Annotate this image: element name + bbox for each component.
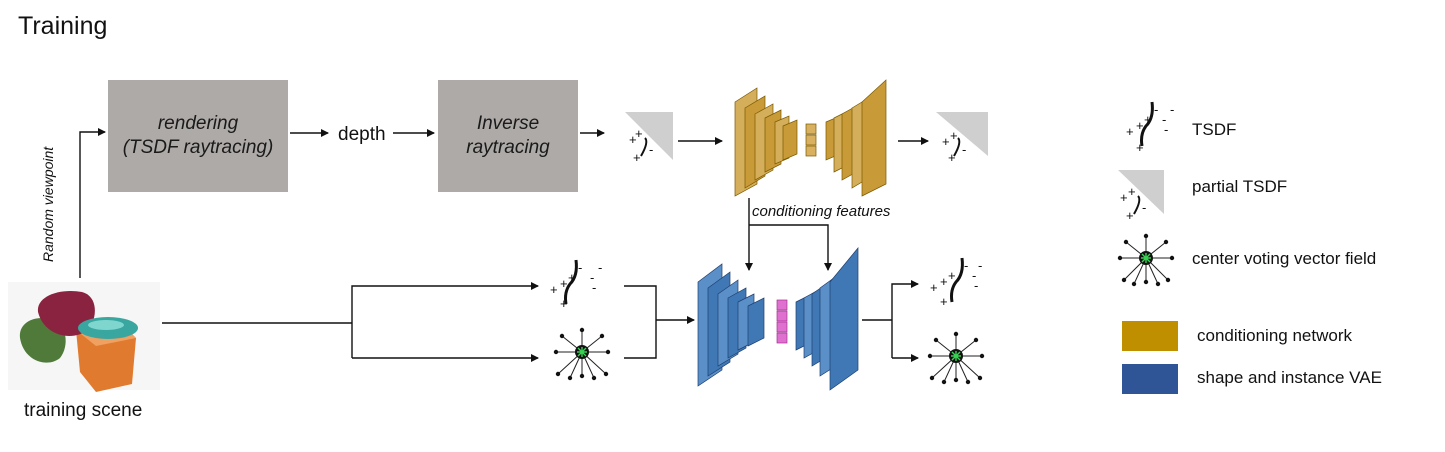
tsdf-output-icon: -- -- ++ ++	[930, 257, 982, 309]
diagram-title: Training	[18, 12, 108, 40]
viewpoint-arrow	[79, 128, 106, 278]
legend-partial-tsdf-label: partial TSDF	[1192, 177, 1288, 196]
conditioning-network	[734, 79, 887, 197]
svg-text:+: +	[1126, 124, 1134, 139]
partial-tsdf-output-icon: ++ +-	[936, 112, 988, 165]
rendering-box: rendering (TSDF raytracing)	[108, 80, 288, 192]
legend-vae-swatch	[1122, 364, 1178, 394]
svg-text:-: -	[592, 280, 596, 295]
svg-text:+: +	[930, 280, 938, 295]
legend-shape-vae-label: shape and instance VAE	[1197, 368, 1382, 387]
svg-text:-: -	[964, 258, 968, 273]
svg-text:-: -	[1164, 122, 1168, 137]
legend-partial-tsdf-icon: ++ +-	[1118, 170, 1164, 223]
training-scene-image	[8, 282, 160, 392]
svg-text:+: +	[942, 134, 950, 149]
svg-text:-: -	[598, 260, 602, 275]
partial-tsdf-input-icon: ++ +-	[625, 112, 673, 165]
legend-center-voting-label: center voting vector field	[1192, 249, 1377, 268]
svg-text:-: -	[649, 142, 653, 157]
legend-conditioning-swatch	[1122, 321, 1178, 351]
svg-text:-: -	[978, 258, 982, 273]
svg-text:+: +	[550, 282, 558, 297]
svg-text:+: +	[633, 150, 641, 165]
tsdf-input-icon: -- -- ++ ++	[550, 259, 602, 311]
inverse-label-line2: raytracing	[466, 137, 550, 158]
svg-text:-: -	[578, 260, 582, 275]
svg-text:+: +	[940, 274, 948, 289]
svg-text:+: +	[629, 132, 637, 147]
svg-text:+: +	[1136, 140, 1144, 155]
svg-text:+: +	[1128, 184, 1136, 199]
rendering-label-line1: rendering	[157, 113, 239, 134]
inverse-raytracing-box: Inverse raytracing	[438, 80, 578, 192]
tsdf-to-vae-line	[624, 285, 657, 359]
svg-text:-: -	[962, 142, 966, 157]
legend-conditioning-network-label: conditioning network	[1197, 326, 1352, 345]
legend-tsdf-label: TSDF	[1192, 120, 1237, 139]
svg-text:+: +	[560, 296, 568, 311]
svg-text:+: +	[1136, 118, 1144, 133]
vae-to-tsdf-arrow	[891, 280, 919, 358]
svg-text:-: -	[972, 268, 976, 283]
rendering-label-line2: (TSDF raytracing)	[122, 137, 274, 158]
svg-text:+: +	[1126, 208, 1134, 223]
legend-center-voting-icon	[1117, 233, 1175, 287]
svg-text:+: +	[948, 268, 956, 283]
svg-text:+: +	[568, 270, 576, 285]
center-voting-output-icon	[927, 331, 985, 385]
svg-text:-: -	[1170, 102, 1174, 117]
svg-text:+: +	[950, 128, 958, 143]
connections	[79, 128, 929, 362]
svg-text:+: +	[948, 150, 956, 165]
svg-text:-: -	[590, 270, 594, 285]
center-voting-input-icon	[553, 327, 611, 381]
depth-label: depth	[338, 124, 386, 145]
svg-text:-: -	[974, 278, 978, 293]
shape-vae-network	[697, 247, 859, 391]
scene-to-tsdf-arrow	[351, 282, 539, 358]
svg-text:+: +	[1144, 112, 1152, 127]
svg-text:+: +	[635, 126, 643, 141]
legend-tsdf-icon: -- -- ++ ++	[1126, 101, 1174, 155]
svg-text:+: +	[1120, 190, 1128, 205]
conditioning-features-label: conditioning features	[752, 203, 891, 220]
svg-text:+: +	[940, 294, 948, 309]
training-scene-label: training scene	[24, 400, 143, 421]
cond-feature-arrow-2	[749, 224, 832, 271]
svg-text:-: -	[1154, 102, 1158, 117]
svg-text:+: +	[560, 276, 568, 291]
svg-text:-: -	[1142, 200, 1146, 215]
inverse-label-line1: Inverse	[476, 113, 540, 134]
svg-text:-: -	[1162, 112, 1166, 127]
